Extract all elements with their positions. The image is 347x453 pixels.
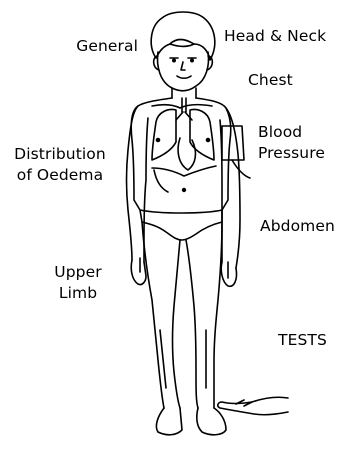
right-lung	[190, 110, 214, 161]
label-blood-pressure-line2: Pressure	[258, 143, 325, 164]
label-tests: TESTS	[278, 330, 327, 351]
bp-cuff	[222, 126, 244, 160]
label-chest: Chest	[248, 70, 293, 91]
face	[158, 52, 209, 91]
right-foot	[197, 408, 226, 435]
left-lung	[152, 110, 176, 161]
left-hand	[131, 260, 146, 285]
left-arm	[127, 106, 139, 260]
label-blood-pressure: Blood Pressure	[258, 122, 325, 164]
label-upper-limb-line2: Limb	[48, 283, 108, 304]
briefs	[140, 210, 222, 240]
label-upper-limb: Upper Limb	[48, 262, 108, 304]
label-upper-limb-line1: Upper	[48, 262, 108, 283]
navel	[182, 188, 186, 192]
label-oedema-line1: Distribution	[6, 144, 114, 165]
label-distribution-of-oedema: Distribution of Oedema	[6, 144, 114, 186]
label-abdomen: Abdomen	[260, 216, 335, 237]
left-foot	[156, 408, 182, 435]
label-general: General	[28, 36, 138, 57]
hair	[151, 12, 215, 60]
examiner-hand	[218, 397, 288, 415]
left-leg	[142, 222, 164, 408]
right-leg	[214, 222, 222, 408]
heart	[178, 138, 195, 170]
label-oedema-line2: of Oedema	[6, 165, 114, 186]
right-hand	[221, 262, 236, 286]
label-head-neck: Head & Neck	[224, 26, 326, 47]
label-blood-pressure-line1: Blood	[258, 122, 325, 143]
